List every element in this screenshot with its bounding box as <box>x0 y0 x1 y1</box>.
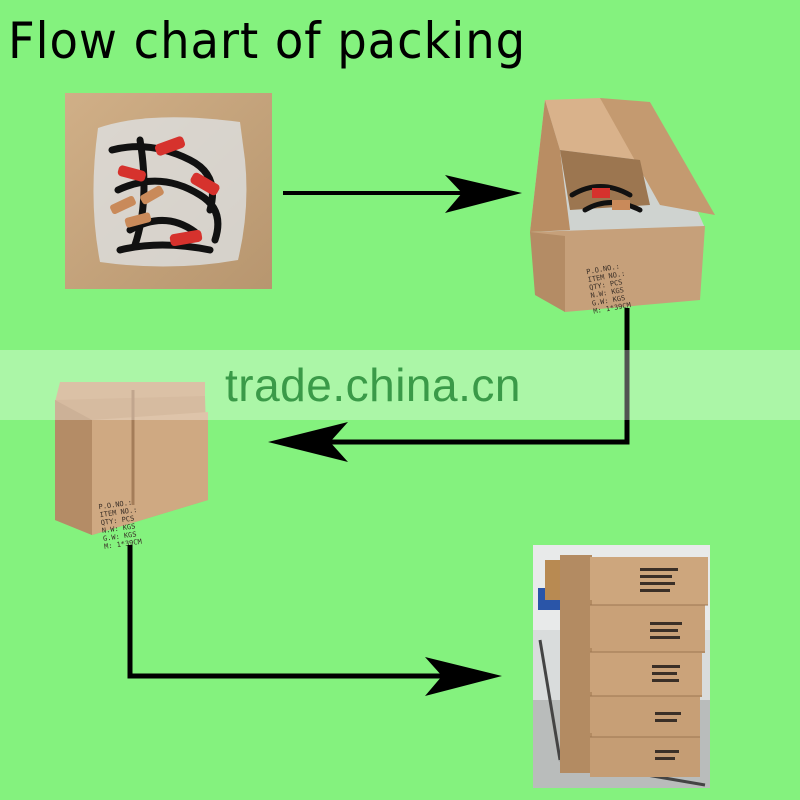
arrow-right-1 <box>283 175 522 213</box>
watermark-text: trade.china.cn <box>225 359 521 411</box>
chart-title: Flow chart of packing <box>8 12 527 70</box>
watermark-band <box>0 350 800 420</box>
arrow-right-elbow <box>127 545 502 696</box>
arrow-left-elbow <box>268 308 630 462</box>
